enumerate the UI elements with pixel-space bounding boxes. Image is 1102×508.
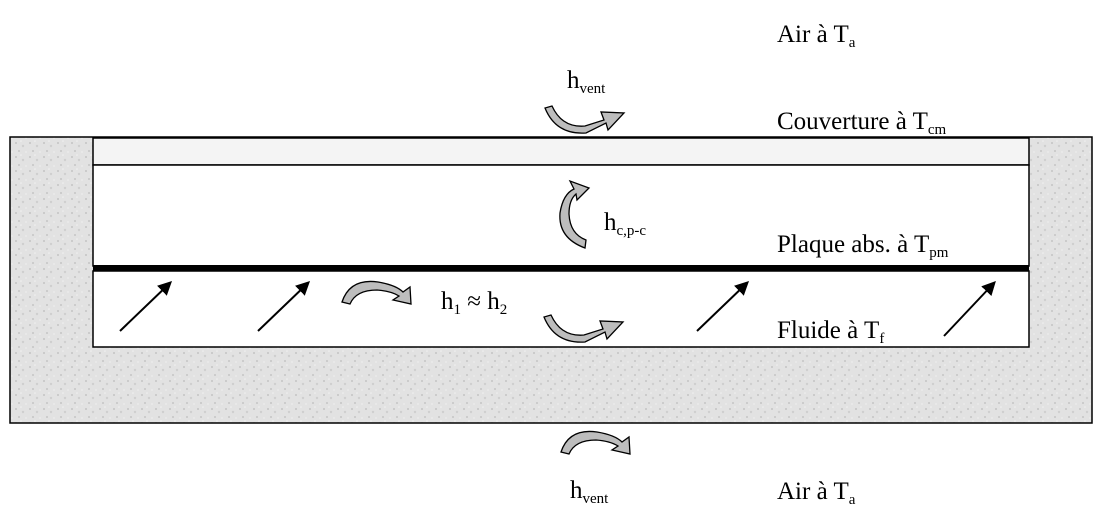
cover-layer xyxy=(92,137,1030,166)
label-air-bottom: Air à Ta xyxy=(777,478,856,508)
coef-h1-h2: h1 ≈ h2 xyxy=(441,288,508,318)
flow-arrow-icon xyxy=(696,281,750,332)
coef-h-c-pc: hc,p-c xyxy=(604,209,647,239)
label-air-top: Air à Ta xyxy=(777,21,856,51)
flow-arrow-icon xyxy=(119,281,173,332)
label-plaque: Plaque abs. à Tpm xyxy=(777,231,949,261)
label-fluide: Fluide à Tf xyxy=(777,317,885,347)
absorber-plate xyxy=(93,265,1029,271)
coef-h-vent-top: hvent xyxy=(567,67,606,97)
curved-arrow-icon xyxy=(544,105,626,134)
curved-arrow-icon xyxy=(341,280,412,305)
label-couverture: Couverture à Tcm xyxy=(777,108,947,138)
curved-arrow-icon xyxy=(560,430,631,455)
coef-h-vent-bottom: hvent xyxy=(570,477,609,507)
flow-arrow-icon xyxy=(943,280,996,337)
flow-arrow-icon xyxy=(257,281,311,332)
curved-arrow-icon xyxy=(543,314,625,343)
curved-arrow-icon xyxy=(559,179,591,249)
